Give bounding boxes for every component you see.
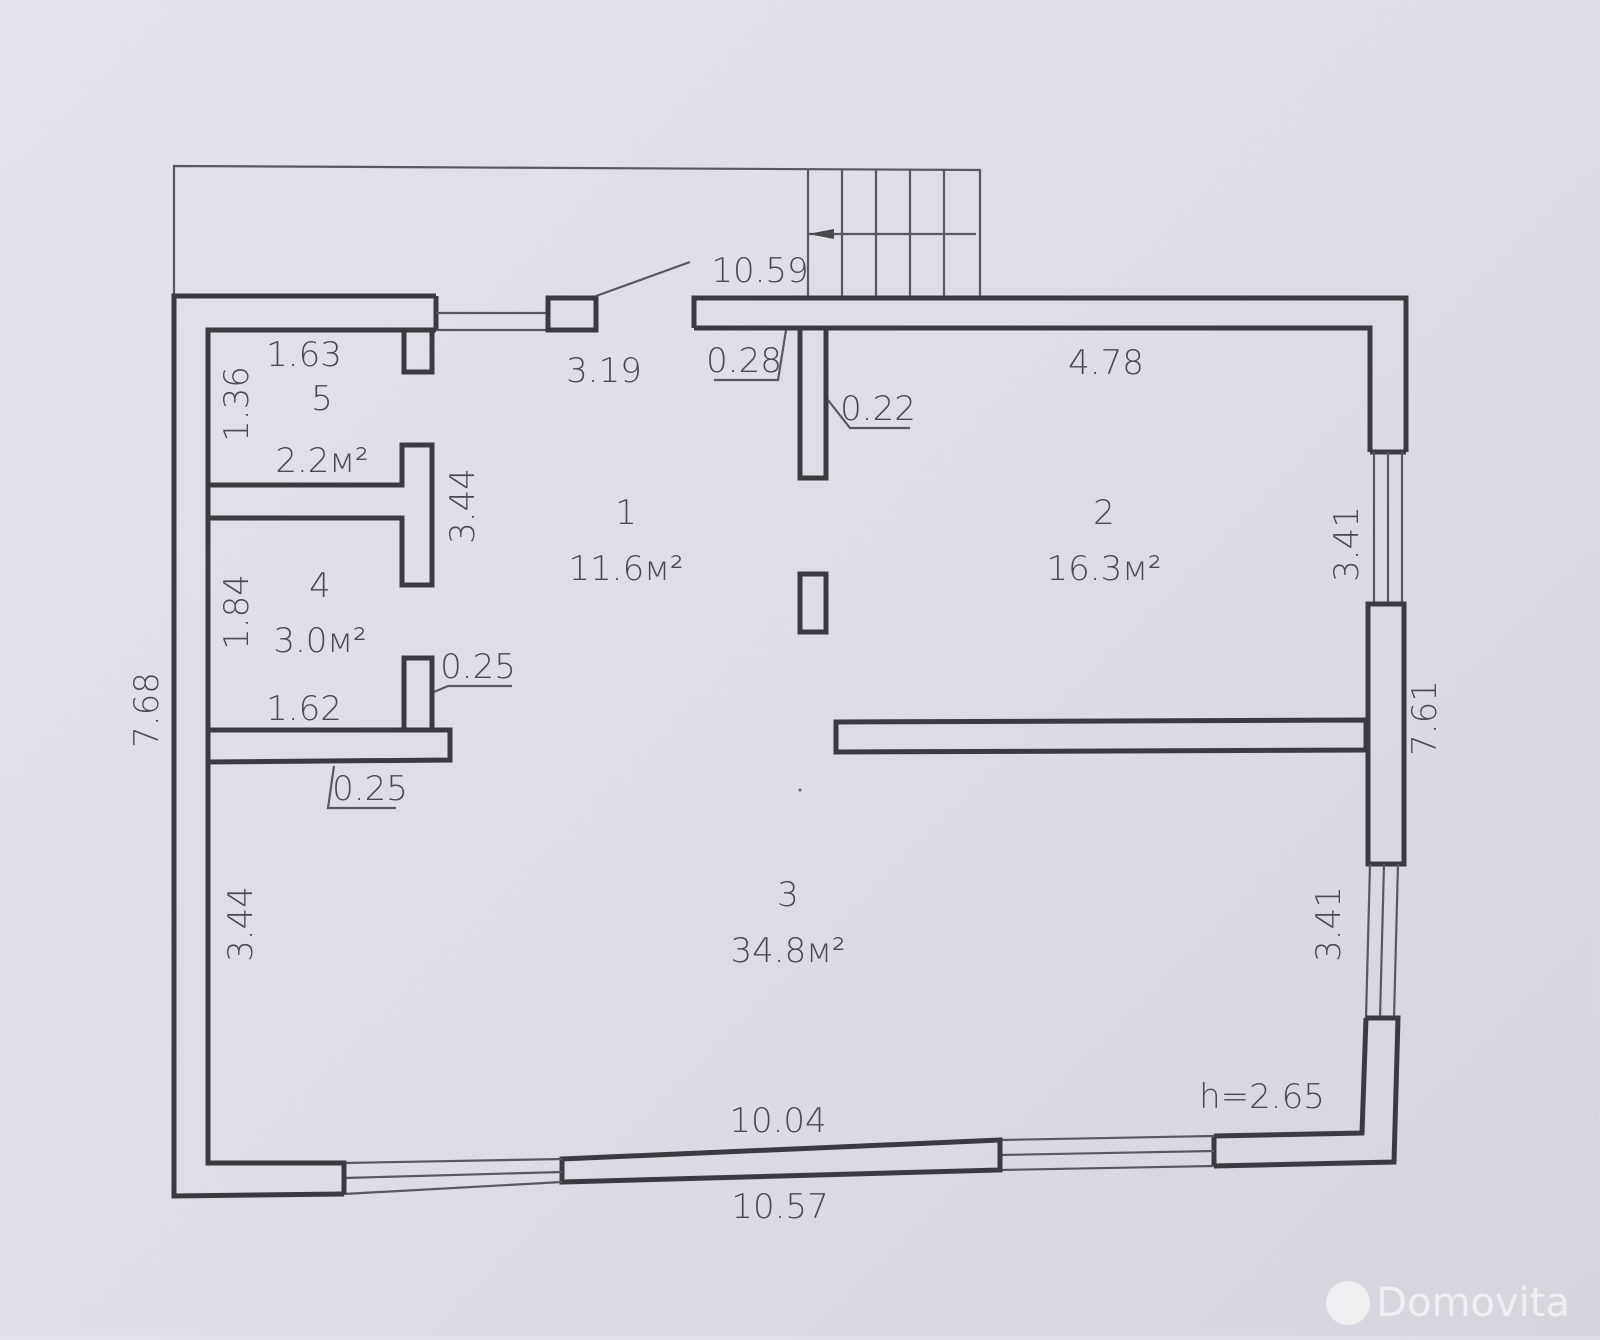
porch-leader-line	[595, 260, 691, 298]
room-5-number: 5	[311, 379, 333, 419]
dim-left-total: 7.68	[127, 672, 167, 748]
room-labels: 5 2.2м² 4 3.0м² 1 11.6м² 2 16.3м² 3 34.8…	[273, 379, 1161, 971]
room-2-area: 16.3м²	[1047, 549, 1162, 589]
dim-partition-offset: 0.28	[706, 341, 782, 381]
dim-room3-left: 3.44	[221, 886, 261, 962]
room-3-number: 3	[777, 875, 799, 915]
room-1-area: 11.6м²	[569, 549, 684, 589]
room-4-number: 4	[309, 566, 331, 606]
dim-room4-width: 1.62	[266, 689, 342, 729]
dim-room1-width: 3.19	[566, 351, 642, 391]
dim-room2-width: 4.78	[1068, 343, 1144, 383]
dim-room3-right: 3.41	[1309, 886, 1349, 962]
speck	[798, 788, 802, 792]
dim-corridor-depth: 3.44	[443, 468, 483, 544]
porch-outline	[172, 164, 982, 296]
dim-room5-depth: 1.36	[217, 366, 257, 442]
outer-walls	[171, 260, 1409, 1199]
dim-inner-bottom: 10.04	[729, 1101, 826, 1141]
dim-outer-bottom: 10.57	[731, 1187, 828, 1227]
ceiling-height: h=2.65	[1199, 1077, 1325, 1117]
dim-partition-thickness: 0.22	[840, 389, 916, 429]
dim-room2-right: 3.41	[1327, 506, 1367, 582]
watermark-brand: Domovita	[1376, 1280, 1570, 1326]
watermark: Domovita	[1326, 1280, 1570, 1326]
stairs	[806, 170, 976, 296]
dimension-labels: 10.59 1.63 3.19 0.28 0.22 4.78 0.25 1.62…	[127, 251, 1445, 1227]
dim-room5-width: 1.63	[266, 335, 342, 375]
leader-lines	[326, 329, 910, 810]
room-2-number: 2	[1093, 493, 1115, 533]
dim-room4-depth: 1.84	[217, 574, 257, 650]
dim-room4-floor-wall: 0.25	[332, 769, 408, 809]
dim-room4-wall: 0.25	[440, 647, 516, 687]
dim-porch-length: 10.59	[711, 251, 808, 291]
room-3-area: 34.8м²	[731, 931, 846, 971]
room-4-area: 3.0м²	[273, 621, 366, 661]
stairs-arrow-icon	[808, 229, 834, 239]
domovita-logo-icon	[1326, 1281, 1371, 1325]
room-1-number: 1	[615, 493, 637, 533]
interior-walls	[205, 325, 1369, 765]
room-5-area: 2.2м²	[275, 441, 368, 481]
dim-right-total: 7.61	[1405, 680, 1445, 756]
